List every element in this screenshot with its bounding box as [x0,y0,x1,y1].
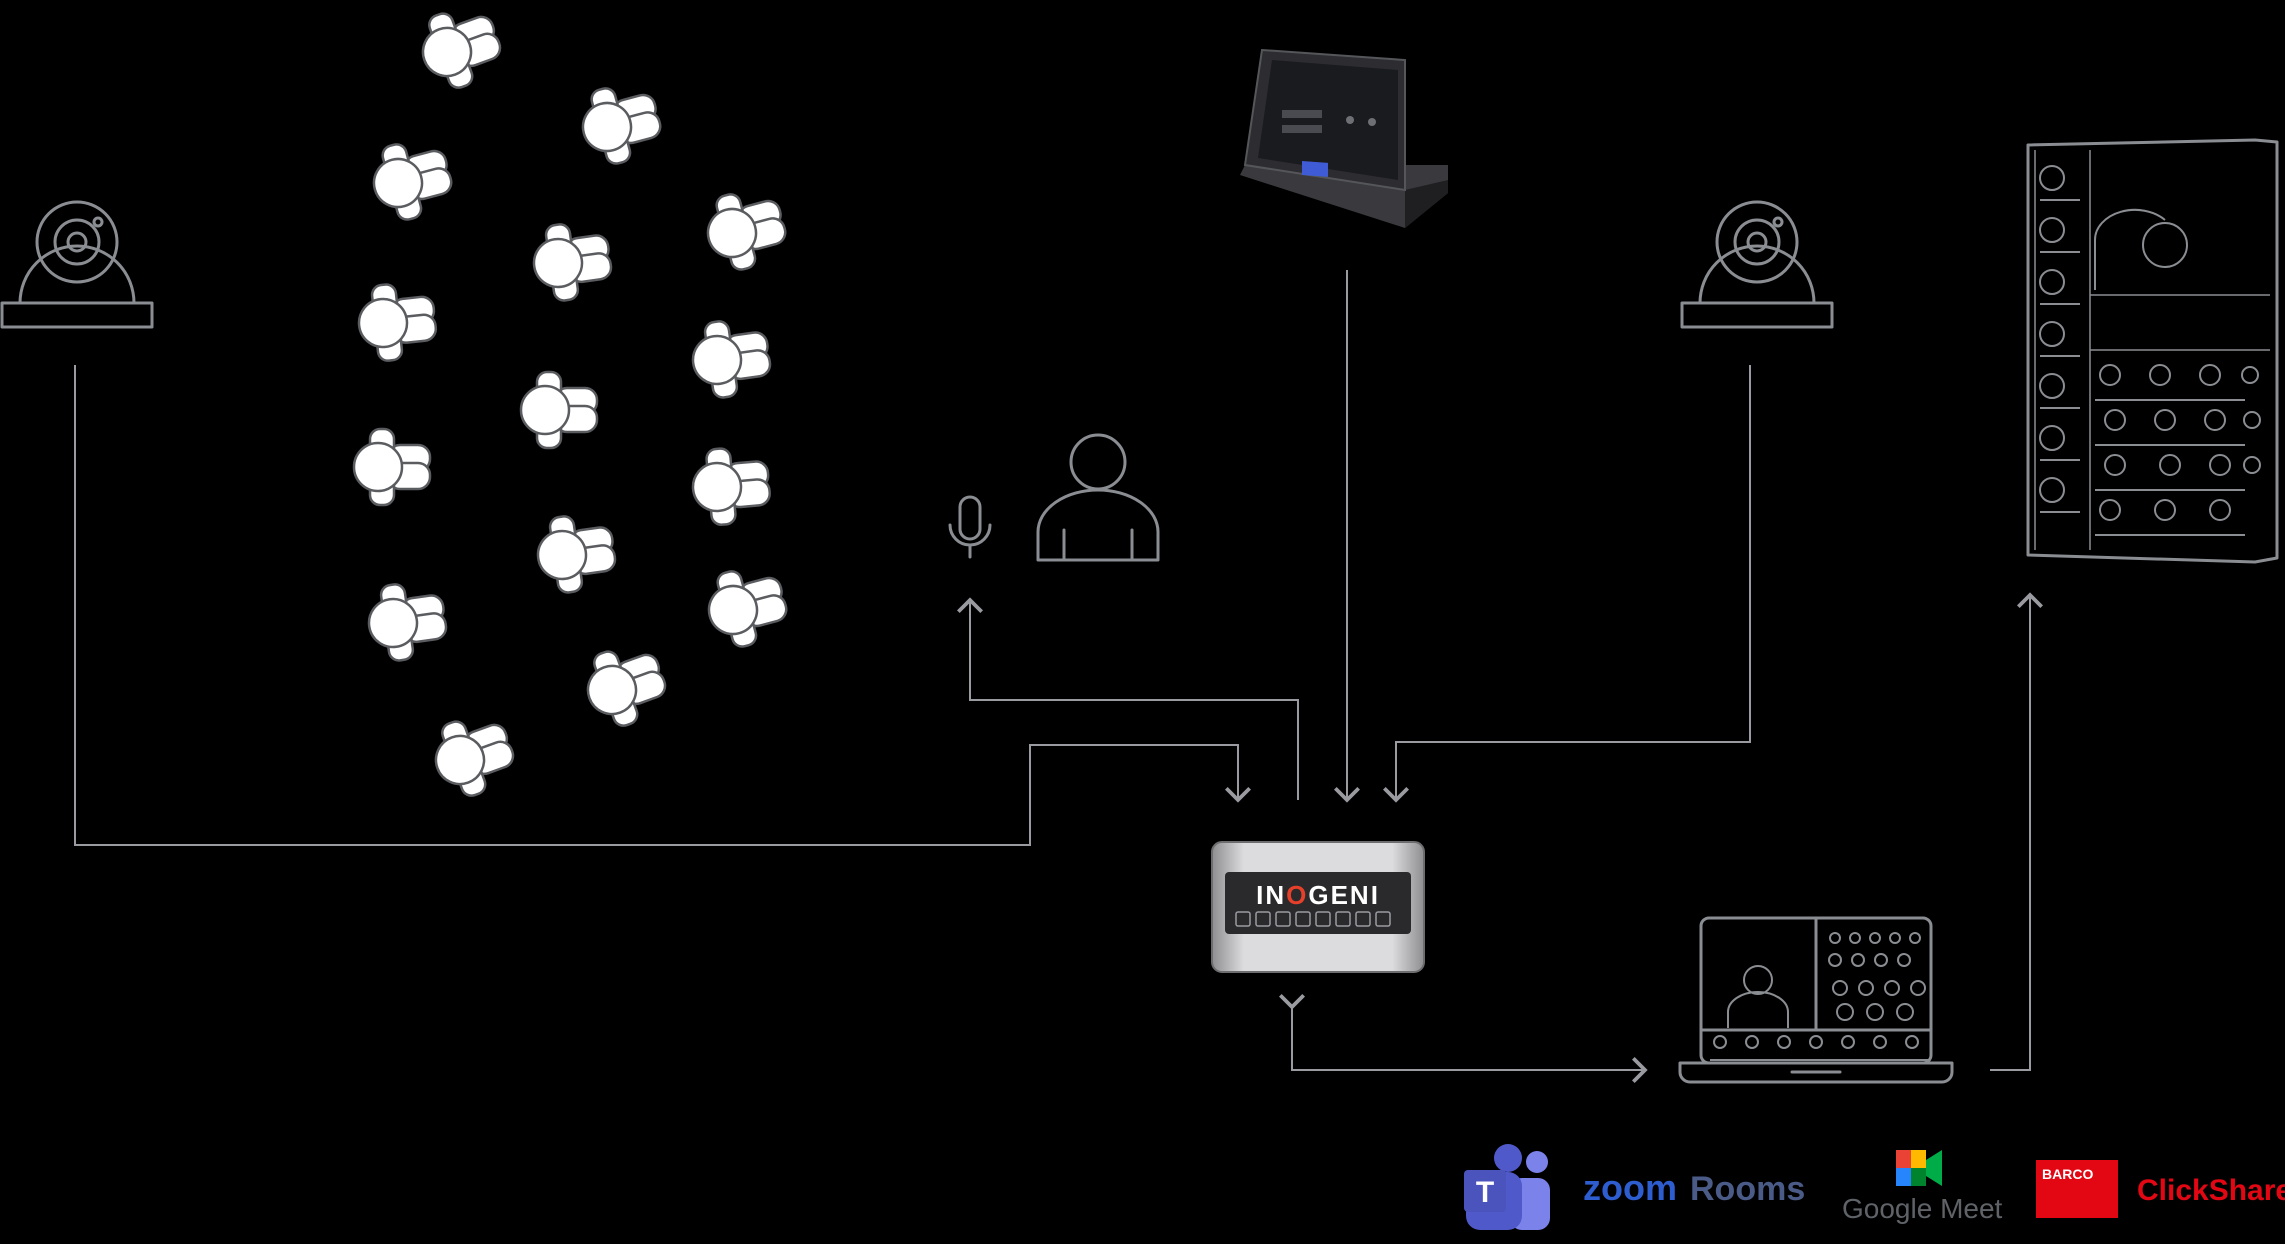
audience-person [352,427,432,507]
camera-left-icon [0,200,154,329]
barco-logo: BARCO [2036,1160,2118,1218]
camera-right-icon [1680,200,1834,329]
audience-person [686,313,776,403]
teams-logo: T [1464,1144,1550,1230]
audience-person [362,576,452,666]
line-microphone [957,597,1299,800]
zoom-rooms-logo: zoom Rooms [1583,1167,1805,1208]
audience-person [519,370,599,450]
barco-label: BARCO [2042,1166,2093,1182]
audience-person [527,216,617,306]
teams-letter: T [1476,1176,1494,1209]
presenter-icon [1036,433,1160,562]
inogeni-device: INOGENI [1211,841,1425,973]
audience-person [688,443,774,529]
microphone-icon [948,495,992,559]
line-camera-left [74,365,1251,846]
audience-group [352,0,795,806]
audience-person [575,635,676,736]
clickshare-label: ClickShare [2137,1174,2285,1207]
audience-person [410,0,511,98]
laptop-icon [1678,916,1954,1084]
audience-person [423,705,524,806]
connection-lines [74,270,2043,1083]
audience-person [363,131,460,228]
device-brand-label: INOGENI [1256,880,1380,910]
audience-person [531,508,621,598]
audience-person [697,181,794,278]
google-meet-logo: Google Meet [1842,1150,2003,1224]
clickshare-logo: ClickShare [2137,1174,2285,1207]
audience-person [572,75,669,172]
touch-panel-icon [1240,48,1448,228]
zoom-word: zoom [1583,1167,1677,1208]
line-camera-right [1383,365,1751,803]
wall-display-icon [2026,138,2279,564]
audience-person [698,558,795,655]
line-laptop-display [1990,592,2043,1071]
audience-person [353,278,440,365]
rooms-word: Rooms [1690,1170,1805,1208]
line-device-laptop [1279,994,1648,1083]
device-button-row [1235,911,1391,927]
google-meet-label: Google Meet [1842,1193,2003,1224]
